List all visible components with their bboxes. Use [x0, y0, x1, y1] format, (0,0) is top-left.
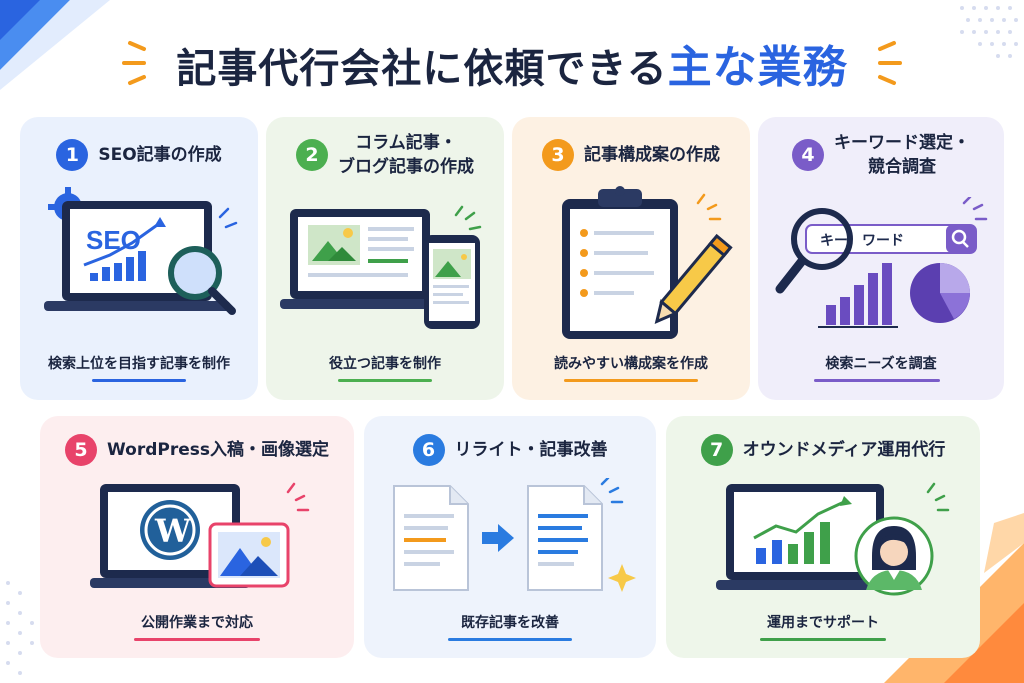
card-caption: 既存記事を改善 [461, 615, 559, 631]
search-box-text: キー ワード [820, 233, 904, 249]
service-card-outline: 3 記事構成案の作成 読みやすい構成案を作成 [512, 117, 750, 400]
service-card-keyword: 4 キーワード選定・ 競合調査 キー ワード 検索ニーズを調査 [758, 117, 1004, 400]
caption-underline [814, 379, 940, 382]
card-header: 6 リライト・記事改善 [364, 434, 656, 466]
card-header: 1 SEO記事の作成 [20, 139, 258, 171]
image-icon [208, 522, 290, 588]
card-caption: 検索上位を目指す記事を制作 [48, 356, 230, 372]
seo-screen-text: SEO [86, 225, 141, 255]
seo-laptop-illustration: SEO [44, 187, 238, 315]
wordpress-icon: W [140, 500, 200, 560]
sparkle-right-icon [877, 41, 902, 85]
card-caption: 公開作業まで対応 [141, 615, 253, 631]
pie-chart-icon [910, 263, 970, 323]
rewrite-illustration [393, 478, 636, 592]
caption-underline [760, 638, 886, 641]
clipboard-illustration [562, 186, 733, 339]
page-header: 記事代行会社に依頼できる主な業務 [0, 28, 1024, 98]
caption-underline [448, 638, 572, 641]
media-operation-illustration [716, 482, 950, 596]
pencil-icon [654, 233, 733, 325]
card-number: 6 [412, 434, 445, 466]
caption-underline [338, 379, 432, 382]
avatar [854, 516, 934, 596]
card-header: 7 オウンドメディア運用代行 [666, 434, 980, 466]
card-number: 7 [700, 434, 733, 466]
card-caption: 読みやすい構成案を作成 [554, 356, 708, 372]
caption-underline [564, 379, 698, 382]
card-header: 4 キーワード選定・ 競合調査 [758, 131, 1004, 179]
corner-decoration [0, 0, 110, 90]
keyword-research-illustration: キー ワード [775, 197, 988, 328]
svg-text:W: W [154, 512, 192, 550]
card-header: 2 コラム記事・ ブログ記事の作成 [266, 131, 504, 179]
card-number: 2 [296, 139, 328, 171]
card-header: 3 記事構成案の作成 [512, 139, 750, 171]
document-after-icon [527, 485, 603, 591]
arrow-right-icon [482, 524, 514, 552]
card-title: コラム記事・ ブログ記事の作成 [338, 133, 474, 177]
card-caption: 検索ニーズを調査 [825, 356, 937, 372]
card-caption: 運用までサポート [767, 615, 879, 631]
card-title: SEO記事の作成 [98, 145, 222, 165]
caption-underline [92, 379, 186, 382]
card-number: 3 [542, 139, 574, 171]
card-number: 5 [65, 434, 97, 466]
wordpress-laptop-illustration: W [90, 482, 310, 588]
dot-pattern-decoration [6, 581, 34, 675]
sparkle-left-icon [122, 41, 147, 85]
magnifier-icon [775, 208, 853, 294]
magnifier-icon [168, 246, 236, 315]
service-card-wordpress: 5 WordPress入稿・画像選定 W 公開作業まで対応 [40, 416, 354, 658]
service-card-owned-media: 7 オウンドメディア運用代行 運用までサポート [666, 416, 980, 658]
card-title: キーワード選定・ 競合調査 [834, 133, 970, 177]
service-card-column-blog: 2 コラム記事・ ブログ記事の作成 役立つ記事を制作 [266, 117, 504, 400]
title-main: 記事代行会社に依頼できる [176, 46, 668, 92]
card-title: オウンドメディア運用代行 [742, 440, 946, 460]
caption-underline [134, 638, 260, 641]
card-number: 4 [792, 139, 824, 171]
card-title: WordPress入稿・画像選定 [107, 440, 329, 460]
card-title: 記事構成案の作成 [584, 145, 720, 165]
document-before-icon [393, 485, 469, 591]
service-card-rewrite: 6 リライト・記事改善 [364, 416, 656, 658]
card-caption: 役立つ記事を制作 [329, 356, 441, 372]
title-highlight: 主な業務 [667, 42, 848, 93]
card-header: 5 WordPress入稿・画像選定 [40, 434, 354, 466]
sparkle-icon [608, 564, 636, 592]
card-title: リライト・記事改善 [454, 440, 608, 460]
dot-pattern-decoration [960, 6, 1018, 58]
service-card-seo: 1 SEO記事の作成 SEO 検索上位を目指す記事を制作 [20, 117, 258, 400]
card-number: 1 [56, 139, 89, 171]
laptop-phone-illustration [280, 205, 482, 329]
page-title: 記事代行会社に依頼できる主な業務 [176, 31, 847, 95]
